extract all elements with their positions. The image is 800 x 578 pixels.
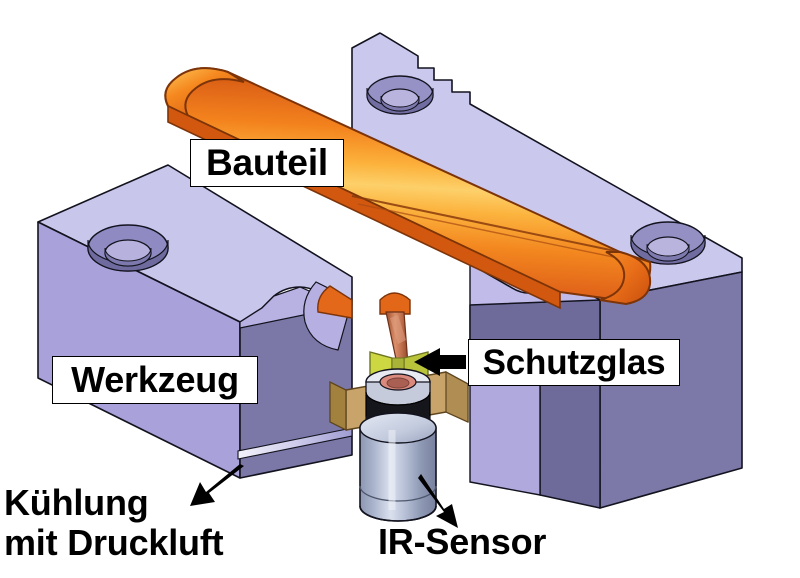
tool-block-front-left <box>37 164 353 479</box>
label-schutzglas: Schutzglas <box>468 339 680 386</box>
label-kuehlung-line1: Kühlung <box>4 482 149 523</box>
kuehlung-arrow <box>190 464 244 506</box>
label-kuehlung-mit-druckluft: Kühlung mit Druckluft <box>4 482 224 563</box>
label-ir-sensor: IR-Sensor <box>378 521 547 562</box>
ir-sensor-arrow <box>418 474 458 528</box>
label-kuehlung-line2: mit Druckluft <box>4 521 224 563</box>
label-bauteil: Bauteil <box>190 139 344 187</box>
schutzglas-arrow <box>414 348 466 376</box>
countersink-hole-rear-right <box>630 221 706 265</box>
label-werkzeug: Werkzeug <box>52 356 258 404</box>
countersink-hole-front-left <box>87 224 169 272</box>
countersink-hole-rear-left <box>366 75 434 115</box>
ir-sensor-assembly <box>359 368 437 522</box>
